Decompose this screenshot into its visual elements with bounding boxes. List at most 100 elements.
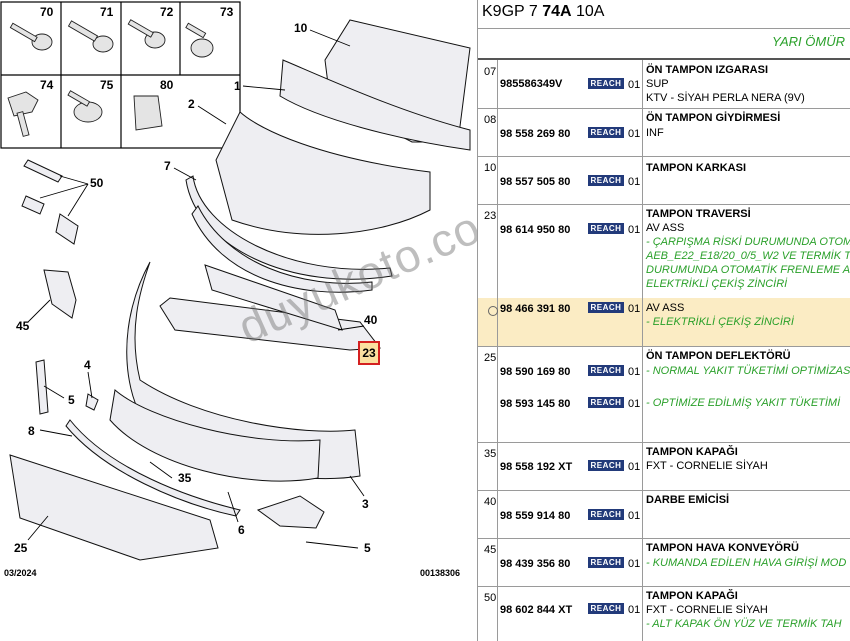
part-number[interactable]: 98 593 145 80 [500, 398, 571, 410]
item-number: 23 [484, 210, 497, 222]
callout-4[interactable]: 4 [84, 358, 91, 372]
catalog-code: K9GP 7 74A 10A [482, 3, 605, 20]
callout-1[interactable]: 1 [234, 79, 241, 93]
lifecycle-bar: YARI ÖMÜR [478, 28, 850, 60]
reach-badge: REACH [588, 397, 624, 408]
reach-badge: REACH [588, 365, 624, 376]
callout-74[interactable]: 74 [40, 78, 54, 92]
part-condition: - ÇARPIŞMA RİSKİ DURUMUNDA OTOM [646, 236, 850, 248]
part-detail: INF [646, 127, 664, 139]
part-detail: FXT - CORNELIE SİYAH [646, 460, 768, 472]
callout-10[interactable]: 10 [294, 21, 308, 35]
callout-71[interactable]: 71 [100, 5, 114, 19]
callout-73[interactable]: 73 [220, 5, 234, 19]
callout-50[interactable]: 50 [90, 176, 104, 190]
callout-3[interactable]: 3 [362, 497, 369, 511]
callout-5-right[interactable]: 5 [364, 541, 371, 555]
part-name: TAMPON KAPAĞI [646, 446, 738, 458]
part-detail: AV ASS [646, 302, 685, 314]
callout-75[interactable]: 75 [100, 78, 114, 92]
part-name: ÖN TAMPON IZGARASI [646, 64, 769, 76]
part-row[interactable]: 25 ÖN TAMPON DEFLEKTÖRÜ 98 590 169 80 RE… [478, 346, 850, 443]
callout-6[interactable]: 6 [238, 523, 245, 537]
part-row[interactable]: 50 TAMPON KAPAĞI 98 602 844 XT REACH 01 … [478, 586, 850, 641]
part-row[interactable]: 23 TAMPON TRAVERSİ 98 614 950 80 REACH 0… [478, 204, 850, 298]
diagram-date: 03/2024 [4, 568, 37, 578]
part-row[interactable]: 10 TAMPON KARKASI 98 557 505 80 REACH 01 [478, 156, 850, 205]
reach-badge: REACH [588, 78, 624, 89]
diagram-reference: 00138306 [420, 568, 461, 578]
callout-25[interactable]: 25 [14, 541, 28, 555]
reach-badge: REACH [588, 302, 624, 313]
fastener-icons [7, 19, 214, 137]
quantity: 01 [628, 398, 641, 410]
reach-badge: REACH [588, 175, 624, 186]
callout-5-left[interactable]: 5 [68, 393, 75, 407]
catalog-header: K9GP 7 74A 10A [478, 0, 850, 29]
part-row[interactable]: 08 ÖN TAMPON GİYDİRMESİ 98 558 269 80 RE… [478, 108, 850, 157]
quantity: 01 [628, 79, 641, 91]
callout-8[interactable]: 8 [28, 424, 35, 438]
quantity: 01 [628, 461, 641, 473]
part-row[interactable]: 45 TAMPON HAVA KONVEYÖRÜ 98 439 356 80 R… [478, 538, 850, 587]
part-outlines [9, 19, 471, 561]
part-name: ÖN TAMPON GİYDİRMESİ [646, 112, 781, 124]
callout-23-highlighted[interactable]: 23 [358, 341, 380, 365]
part-condition: - KUMANDA EDİLEN HAVA GİRİŞİ MOD [646, 557, 847, 569]
callout-80[interactable]: 80 [160, 78, 174, 92]
part-condition: - ELEKTRİKLİ ÇEKİŞ ZİNCİRİ [646, 316, 794, 328]
part-detail: KTV - SİYAH PERLA NERA (9V) [646, 92, 805, 104]
leader-lines [27, 29, 365, 549]
item-number: 07 [484, 66, 497, 78]
item-number: 25 [484, 352, 497, 364]
part-number[interactable]: 98 614 950 80 [500, 224, 571, 236]
quantity: 01 [628, 366, 641, 378]
part-number[interactable]: 98 558 192 XT [500, 461, 573, 473]
part-row[interactable]: 35 TAMPON KAPAĞI 98 558 192 XT REACH 01 … [478, 442, 850, 491]
quantity: 01 [628, 224, 641, 236]
item-number: 40 [484, 496, 497, 508]
part-name: ÖN TAMPON DEFLEKTÖRÜ [646, 350, 791, 362]
callout-35[interactable]: 35 [178, 471, 192, 485]
parts-list-panel: K9GP 7 74A 10A YARI ÖMÜR 07 ÖN TAMPON IZ… [477, 0, 850, 641]
quantity: 01 [628, 303, 641, 315]
parts-diagram: 70 71 72 73 74 75 80 10 1 2 7 50 45 4 5 … [0, 1, 477, 578]
callout-70[interactable]: 70 [40, 5, 54, 19]
lifecycle-label: YARI ÖMÜR [772, 34, 845, 49]
part-detail: SUP [646, 78, 669, 90]
part-number[interactable]: 98 602 844 XT [500, 604, 573, 616]
part-row[interactable]: 07 ÖN TAMPON IZGARASI 985586349V REACH 0… [478, 60, 850, 109]
callout-40[interactable]: 40 [364, 313, 378, 327]
part-name: TAMPON HAVA KONVEYÖRÜ [646, 542, 799, 554]
part-detail: AV ASS [646, 222, 685, 234]
part-name: DARBE EMİCİSİ [646, 494, 730, 506]
part-condition: DURUMUNDA OTOMATİK FRENLEME AK [646, 264, 850, 276]
quantity: 01 [628, 604, 641, 616]
part-row-selected[interactable]: 98 466 391 80 REACH 01 AV ASS - ELEKTRİK… [478, 298, 850, 347]
select-radio[interactable] [488, 306, 498, 316]
reach-badge: REACH [588, 127, 624, 138]
part-row[interactable]: 40 DARBE EMİCİSİ 98 559 914 80 REACH 01 [478, 490, 850, 539]
part-condition: AEB_E22_E18/20_0/5_W2 VE TERMİK T [646, 250, 850, 262]
part-number[interactable]: 98 558 269 80 [500, 128, 571, 140]
callout-2[interactable]: 2 [188, 97, 195, 111]
part-number[interactable]: 98 439 356 80 [500, 558, 571, 570]
item-number: 45 [484, 544, 497, 556]
reach-badge: REACH [588, 603, 624, 614]
part-number[interactable]: 98 557 505 80 [500, 176, 571, 188]
part-name: TAMPON KARKASI [646, 162, 747, 174]
reach-badge: REACH [588, 223, 624, 234]
callout-72[interactable]: 72 [160, 5, 174, 19]
reach-badge: REACH [588, 509, 624, 520]
fastener-grid [0, 1, 241, 149]
part-number[interactable]: 98 559 914 80 [500, 510, 571, 522]
callout-45[interactable]: 45 [16, 319, 30, 333]
item-number: 08 [484, 114, 497, 126]
part-number[interactable]: 985586349V [500, 78, 563, 90]
part-number[interactable]: 98 590 169 80 [500, 366, 571, 378]
quantity: 01 [628, 176, 641, 188]
part-number[interactable]: 98 466 391 80 [500, 303, 571, 315]
callout-7[interactable]: 7 [164, 159, 171, 173]
part-condition: - ALT KAPAK ÖN YÜZ VE TERMİK TAH [646, 618, 842, 630]
quantity: 01 [628, 128, 641, 140]
